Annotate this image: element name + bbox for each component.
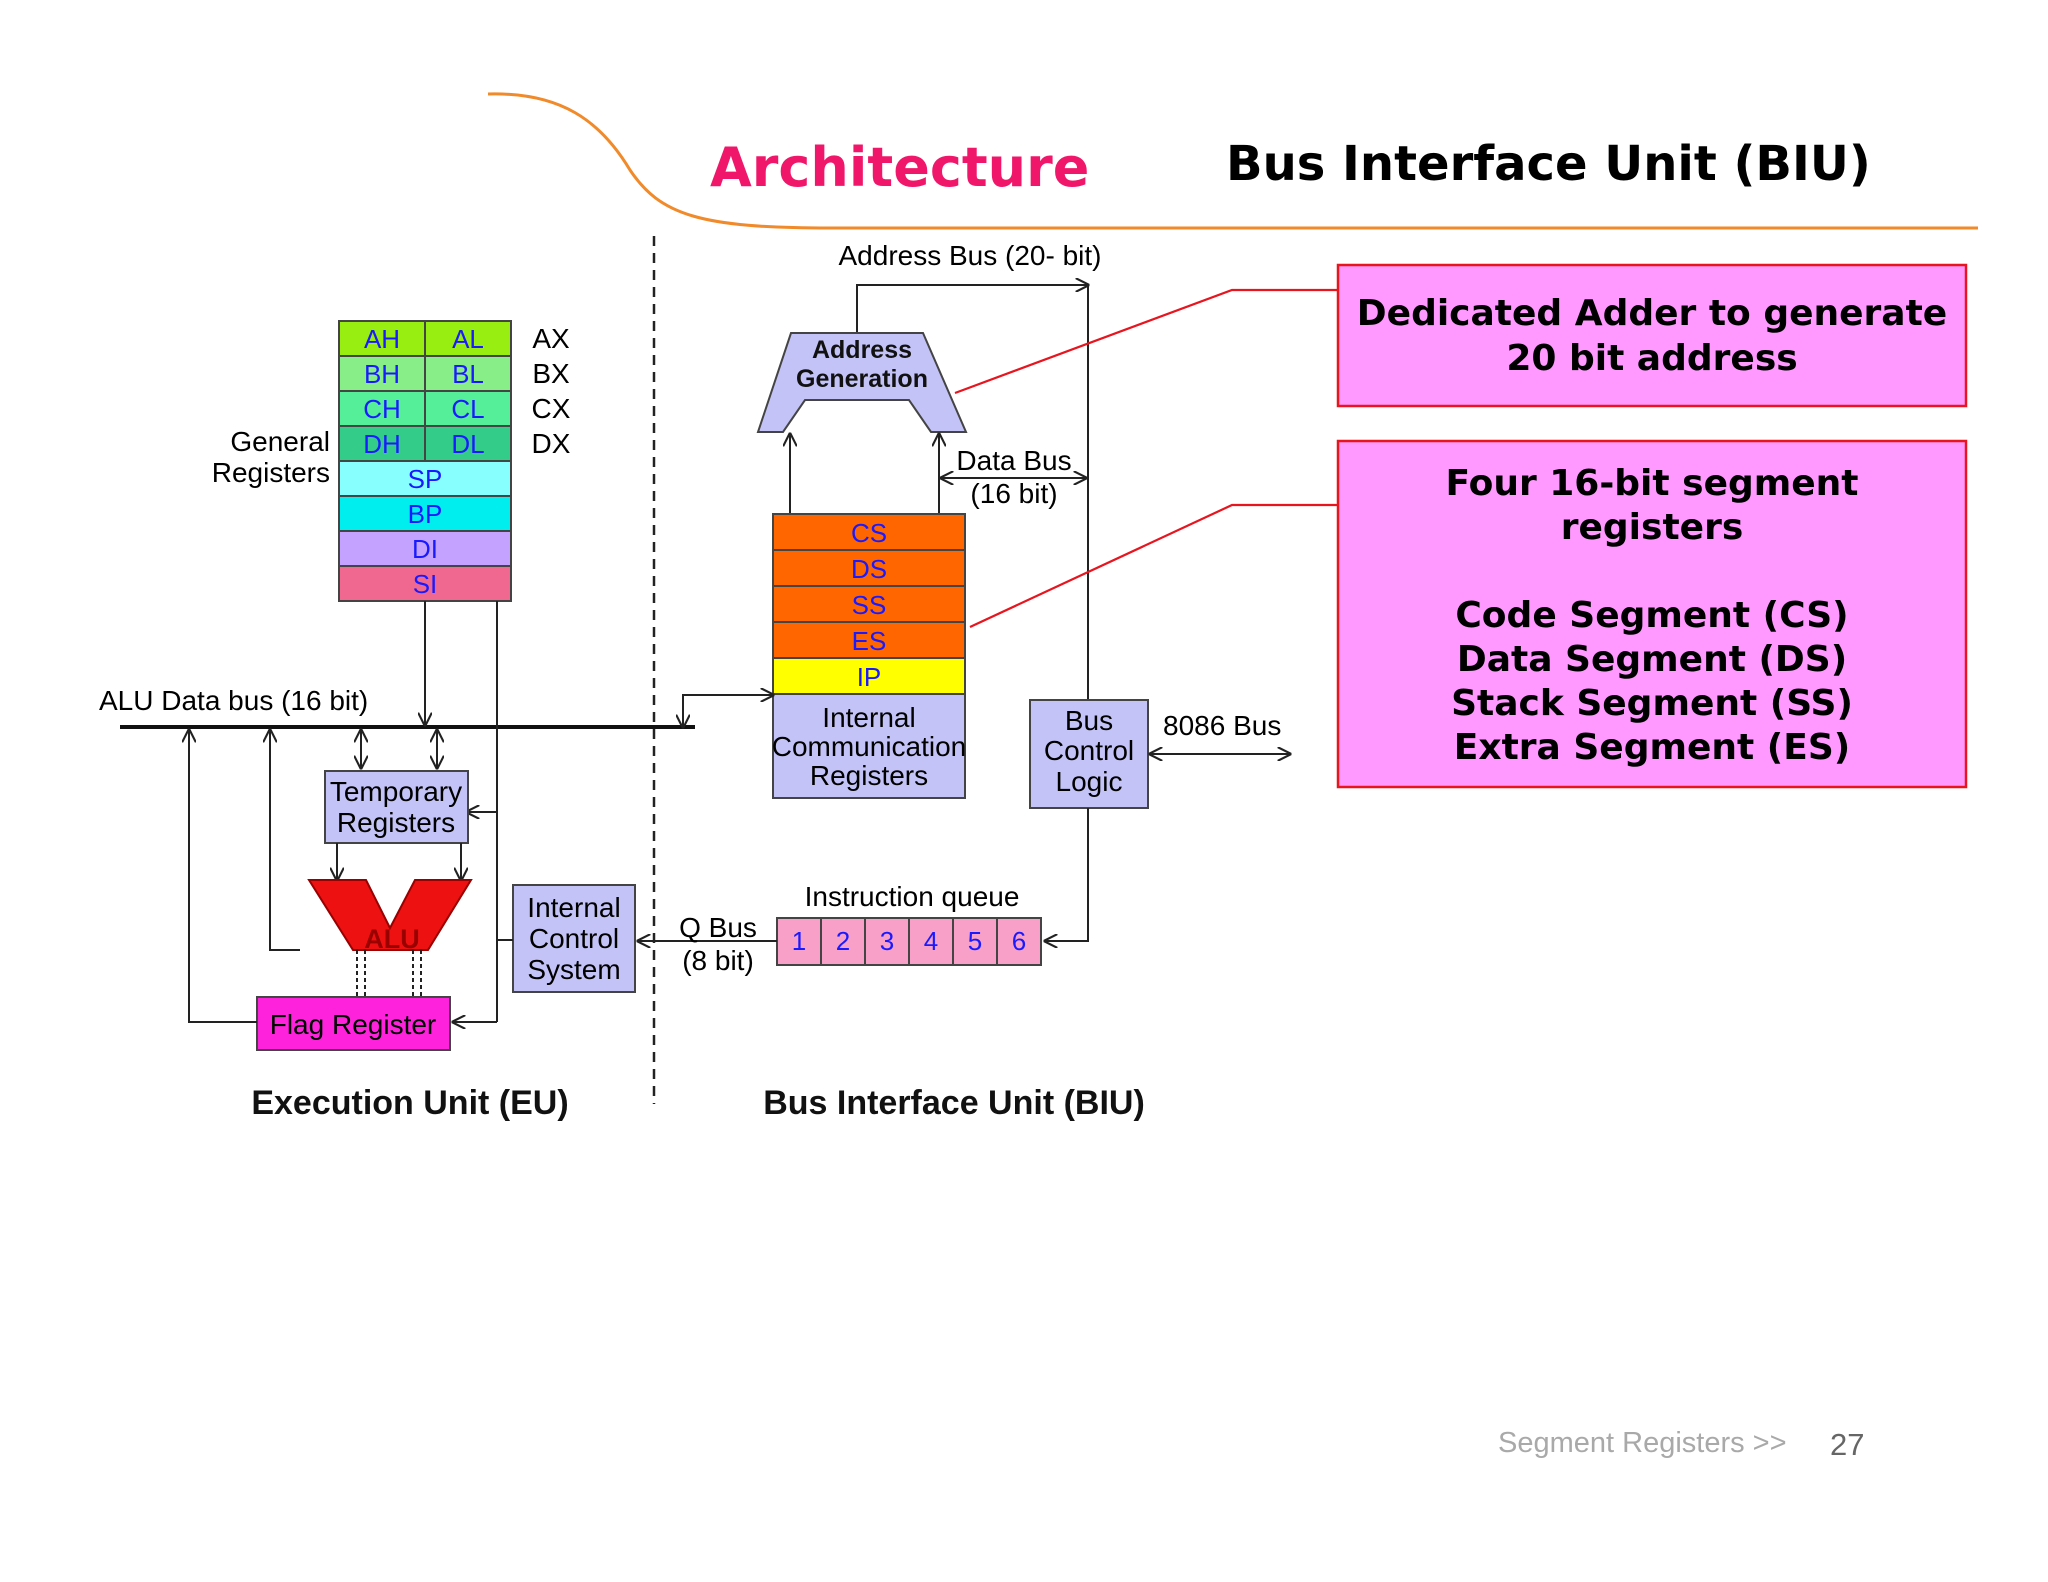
reg-al: [424, 320, 512, 357]
page-number: 27: [1830, 1427, 1864, 1462]
reg-ss: [772, 585, 966, 623]
bus-control-label-1: Bus: [1065, 705, 1113, 736]
callout-adder-leader: [954, 288, 1338, 395]
reg-bp-label: BP: [408, 499, 443, 529]
reg-ds-label: DS: [851, 554, 887, 584]
queue-cell-1-label: 1: [792, 926, 806, 956]
reg-dh-label: DH: [363, 429, 401, 459]
slide-title: Architecture: [710, 136, 1089, 199]
reg-cs: [772, 513, 966, 551]
reg-dl-label: DL: [451, 429, 484, 459]
callout-segments-line-3: Code Segment (CS): [1455, 595, 1848, 636]
callout-segments-box: [1336, 439, 1968, 789]
footer-nav-link[interactable]: Segment Registers >>: [1498, 1427, 1787, 1459]
reg-bh-label: BH: [364, 359, 400, 389]
reg-cx-label: CX: [532, 393, 571, 424]
reg-ax-label: AX: [532, 323, 570, 354]
internal-control-label-1: Internal: [527, 892, 620, 923]
callout-segments-line-2: registers: [1561, 507, 1744, 548]
queue-cell-2: [820, 917, 866, 966]
header-curve: [487, 92, 1978, 230]
temporary-registers: [324, 770, 469, 844]
internal-comm-label-1: Internal: [822, 702, 915, 733]
reg-al-label: AL: [452, 324, 484, 354]
reg-ip: [772, 657, 966, 695]
internal-communication-registers: [772, 693, 966, 799]
eu-unit-label: Execution Unit (EU): [251, 1084, 568, 1122]
queue-cell-4: [908, 917, 954, 966]
reg-cl: [424, 390, 512, 427]
temporary-registers-label-2: Registers: [337, 807, 455, 838]
queue-cell-2-label: 2: [836, 926, 850, 956]
q-bus-label-1: Q Bus: [679, 912, 757, 943]
reg-ah-label: AH: [364, 324, 400, 354]
biu-unit-label: Bus Interface Unit (BIU): [763, 1084, 1145, 1122]
reg-es-label: ES: [852, 626, 887, 656]
reg-ch-label: CH: [363, 394, 401, 424]
alu-data-bus-label: ALU Data bus (16 bit): [99, 685, 368, 716]
internal-control-label-2: Control: [529, 923, 619, 954]
callout-segments-line-5: Stack Segment (SS): [1451, 683, 1853, 724]
queue-cell-6-label: 6: [1012, 926, 1026, 956]
general-registers-label-1: General: [230, 426, 330, 457]
reg-sp-label: SP: [408, 464, 443, 494]
reg-bh: [338, 355, 426, 392]
internal-comm-label-2: Communication: [772, 731, 967, 762]
temporary-registers-label-1: Temporary: [330, 776, 462, 807]
reg-dh: [338, 425, 426, 462]
callout-segments-line-6: Extra Segment (ES): [1454, 727, 1850, 768]
queue-cell-4-label: 4: [924, 926, 938, 956]
data-bus-label-1: Data Bus: [956, 445, 1071, 476]
queue-cell-3-label: 3: [880, 926, 894, 956]
reg-cl-label: CL: [451, 394, 484, 424]
q-bus-label-2: (8 bit): [682, 945, 754, 976]
general-registers: AH AL BH BL CH CL DH DL SP BP DI SI AX B…: [212, 320, 571, 602]
reg-ds: [772, 549, 966, 587]
slide-subtitle: Bus Interface Unit (BIU): [1226, 136, 1871, 192]
address-generation-label-2: Generation: [796, 365, 928, 393]
callout-segments-line-1: Four 16-bit segment: [1445, 463, 1858, 504]
callout-adder-line-2: 20 bit address: [1506, 338, 1797, 379]
general-registers-label-2: Registers: [212, 457, 330, 488]
address-generation: [756, 332, 968, 433]
queue-cell-5-label: 5: [968, 926, 982, 956]
queue-cell-6: [996, 917, 1042, 966]
flag-register: [256, 996, 451, 1051]
bus-control-label-2: Control: [1044, 735, 1134, 766]
reg-si: [338, 565, 512, 602]
reg-bl: [424, 355, 512, 392]
callout-adder-line-1: Dedicated Adder to generate: [1357, 293, 1947, 334]
reg-es: [772, 621, 966, 659]
bus-control-logic: [1029, 699, 1149, 809]
segment-registers: CS DS SS ES IP: [772, 513, 966, 695]
instruction-queue-label: Instruction queue: [805, 881, 1020, 912]
callout-segments-line-4: Data Segment (DS): [1457, 639, 1847, 680]
reg-cs-label: CS: [851, 518, 887, 548]
callout-adder-box: [1336, 263, 1968, 408]
internal-control-system: [512, 884, 636, 993]
internal-comm-label-3: Registers: [810, 760, 928, 791]
bus-control-label-3: Logic: [1056, 766, 1123, 797]
reg-bl-label: BL: [452, 359, 484, 389]
bus-8086-label: 8086 Bus: [1163, 710, 1281, 741]
reg-ip-label: IP: [857, 662, 882, 692]
reg-dx-label: DX: [532, 428, 571, 459]
alu-label: ALU: [364, 924, 420, 954]
reg-ss-label: SS: [852, 590, 887, 620]
flag-register-label: Flag Register: [270, 1009, 437, 1040]
data-bus-label-2: (16 bit): [970, 478, 1057, 509]
address-generation-label-1: Address: [812, 336, 912, 364]
address-bus-label: Address Bus (20- bit): [839, 240, 1102, 271]
instruction-queue: 1 2 3 4 5 6: [776, 917, 1042, 966]
reg-di-label: DI: [412, 534, 438, 564]
reg-si-label: SI: [413, 569, 438, 599]
callout-segments-leader: [969, 503, 1338, 628]
reg-bx-label: BX: [532, 358, 570, 389]
queue-cell-3: [864, 917, 910, 966]
internal-control-label-3: System: [527, 954, 620, 985]
